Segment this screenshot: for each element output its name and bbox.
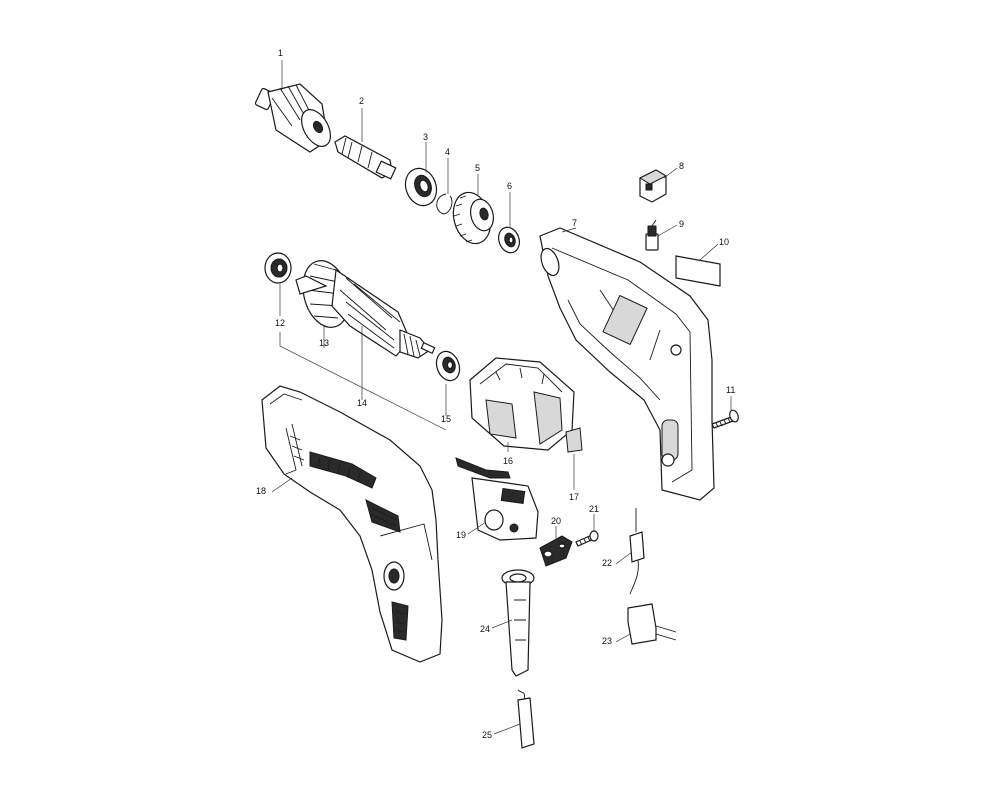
callout-14: 14 <box>357 398 367 408</box>
callout-20: 20 <box>551 516 561 526</box>
part-5-spur-gear[interactable] <box>448 188 497 248</box>
part-19-switch[interactable] <box>455 457 539 541</box>
part-24-cord-guard[interactable] <box>501 569 535 677</box>
part-2-spindle[interactable] <box>334 135 397 180</box>
part-15-ball-bearing[interactable] <box>433 348 464 384</box>
callout-5: 5 <box>475 163 480 173</box>
part-7-housing-half[interactable] <box>538 227 715 501</box>
part-18-motor-housing[interactable] <box>261 385 443 663</box>
part-14-armature[interactable] <box>295 268 436 359</box>
callout-1: 1 <box>278 48 283 58</box>
part-8-brush-holder-cap[interactable] <box>638 169 668 203</box>
callout-4: 4 <box>445 147 450 157</box>
part-6-ball-bearing[interactable] <box>495 224 523 255</box>
callout-13: 13 <box>319 338 329 348</box>
part-25-cord[interactable] <box>517 689 535 749</box>
callout-25: 25 <box>482 730 492 740</box>
callout-22: 22 <box>602 558 612 568</box>
callout-11: 11 <box>726 385 735 395</box>
callout-18: 18 <box>256 486 266 496</box>
callout-numbers: 1 2 3 4 5 6 7 8 9 10 11 12 13 14 15 16 1… <box>256 48 735 740</box>
part-16-field[interactable] <box>469 357 575 451</box>
part-3-ball-bearing[interactable] <box>400 164 441 210</box>
callout-7: 7 <box>572 218 577 228</box>
callout-10: 10 <box>719 237 729 247</box>
part-1-drill-chuck[interactable] <box>254 83 337 153</box>
callout-21: 21 <box>589 504 599 514</box>
part-4-retaining-ring[interactable] <box>436 193 453 215</box>
callout-2: 2 <box>359 96 364 106</box>
part-23-noise-suppressor[interactable] <box>627 603 677 645</box>
callout-15: 15 <box>441 414 451 424</box>
part-22-cord[interactable] <box>629 508 645 595</box>
callout-19: 19 <box>456 530 466 540</box>
part-20-strain-relief[interactable] <box>539 535 573 567</box>
part-12-ball-bearing[interactable] <box>264 252 292 284</box>
callout-17: 17 <box>569 492 579 502</box>
part-17-insulation-plate[interactable] <box>565 427 583 453</box>
callout-3: 3 <box>423 132 428 142</box>
part-11-tapping-screw[interactable] <box>711 409 740 429</box>
callout-16: 16 <box>503 456 513 466</box>
callout-23: 23 <box>602 636 612 646</box>
callout-6: 6 <box>507 181 512 191</box>
callout-9: 9 <box>679 219 684 229</box>
callout-12: 12 <box>275 318 285 328</box>
leader-lines <box>271 60 732 735</box>
part-21-tapping-screw[interactable] <box>575 530 599 547</box>
callout-24: 24 <box>480 624 490 634</box>
callout-8: 8 <box>679 161 684 171</box>
part-10-name-plate[interactable] <box>675 255 721 287</box>
part-9-carbon-brush[interactable] <box>645 219 659 251</box>
